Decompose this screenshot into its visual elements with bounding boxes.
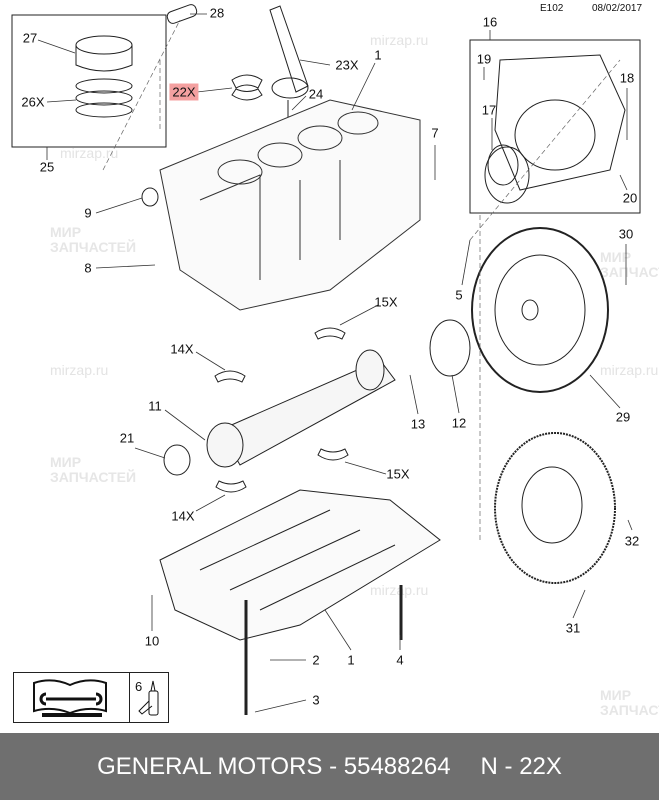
callout-3[interactable]: 3 xyxy=(312,692,320,708)
connecting-rod xyxy=(269,5,309,99)
watermark-site: mirzap.ru xyxy=(50,362,109,378)
piston-group-box xyxy=(11,14,167,148)
watermark-brand-line1: МИР xyxy=(600,249,632,265)
callout-23x[interactable]: 23X xyxy=(335,57,359,73)
callout-17[interactable]: 17 xyxy=(481,102,497,118)
watermark-brand-line1: МИР xyxy=(600,687,632,703)
watermark-site: mirzap.ru xyxy=(600,362,659,378)
callout-26x[interactable]: 26X xyxy=(21,94,45,110)
piston xyxy=(75,35,133,118)
crankshaft xyxy=(206,349,396,468)
callout-1[interactable]: 1 xyxy=(374,47,382,63)
callout-1[interactable]: 1 xyxy=(347,652,355,668)
watermark-site: mirzap.ru xyxy=(60,145,119,161)
callout-30[interactable]: 30 xyxy=(618,226,634,242)
parts-drawing xyxy=(11,4,641,715)
callout-22x-highlighted[interactable]: 22X xyxy=(169,83,199,101)
callout-31[interactable]: 31 xyxy=(565,620,581,636)
bedplate xyxy=(159,489,441,641)
callout-29[interactable]: 29 xyxy=(615,409,631,425)
reluctor-ring xyxy=(429,319,471,377)
rear-cover-group-box xyxy=(469,39,641,214)
callout-25[interactable]: 25 xyxy=(39,159,55,175)
callout-2[interactable]: 2 xyxy=(312,652,320,668)
assembly-lines xyxy=(102,19,621,540)
dual-mass-flywheel xyxy=(471,227,609,393)
watermark-site: mirzap.ru xyxy=(370,582,429,598)
callout-15x[interactable]: 15X xyxy=(386,466,410,482)
diagram-code: E102 xyxy=(540,3,564,14)
legend-box: 6 xyxy=(13,672,169,723)
rod-bearing xyxy=(231,74,263,101)
legend-divider xyxy=(129,673,130,722)
rear-cover xyxy=(484,54,626,204)
watermark-brand-line2: ЗАПЧАСТЕЙ xyxy=(600,702,659,718)
callout-27[interactable]: 27 xyxy=(22,30,38,46)
main-bearings xyxy=(214,327,349,493)
callout-21[interactable]: 21 xyxy=(119,430,135,446)
seal xyxy=(141,144,519,476)
sealant-ref-number: 6 xyxy=(135,679,143,694)
callout-20[interactable]: 20 xyxy=(622,190,638,206)
watermark-site: mirzap.ru xyxy=(370,32,429,48)
callout-15x[interactable]: 15X xyxy=(374,294,398,310)
callout-28[interactable]: 28 xyxy=(209,5,225,21)
part-brand-number: GENERAL MOTORS - 55488264 xyxy=(97,752,451,780)
callout-10[interactable]: 10 xyxy=(144,633,160,649)
callout-12[interactable]: 12 xyxy=(451,415,467,431)
callout-11[interactable]: 11 xyxy=(148,398,162,414)
callout-18[interactable]: 18 xyxy=(619,70,635,86)
watermark-brand-line2: ЗАПЧАСТЕЙ xyxy=(50,239,137,255)
sealant-bottle-icon xyxy=(138,680,159,716)
watermark-brand-line2: ЗАПЧАСТЕЙ xyxy=(600,264,659,280)
piston-pin xyxy=(166,4,198,24)
part-quantity: N - 22X xyxy=(480,752,562,780)
callout-19[interactable]: 19 xyxy=(476,51,492,67)
callout-13[interactable]: 13 xyxy=(410,416,426,432)
watermark-brand-line1: МИР xyxy=(50,454,82,470)
callout-8[interactable]: 8 xyxy=(84,260,92,276)
callout-14x[interactable]: 14X xyxy=(171,508,195,524)
callout-32[interactable]: 32 xyxy=(624,533,640,549)
callout-7[interactable]: 7 xyxy=(431,125,439,141)
callout-9[interactable]: 9 xyxy=(84,205,92,221)
manual-wrench-icon xyxy=(33,679,107,717)
engine-block xyxy=(159,99,421,311)
leader-lines xyxy=(37,13,633,713)
callout-5[interactable]: 5 xyxy=(455,287,463,303)
callout-16[interactable]: 16 xyxy=(482,14,498,30)
callout-4[interactable]: 4 xyxy=(396,652,404,668)
footer-bar: GENERAL MOTORS - 55488264 N - 22X xyxy=(0,733,659,800)
watermark-brand-line2: ЗАПЧАСТЕЙ xyxy=(50,469,137,485)
callout-14x[interactable]: 14X xyxy=(170,341,194,357)
flex-plate xyxy=(494,432,616,584)
watermark-brand-line1: МИР xyxy=(50,224,82,240)
diagram-date: 08/02/2017 xyxy=(592,3,643,14)
callout-24[interactable]: 24 xyxy=(308,86,324,102)
